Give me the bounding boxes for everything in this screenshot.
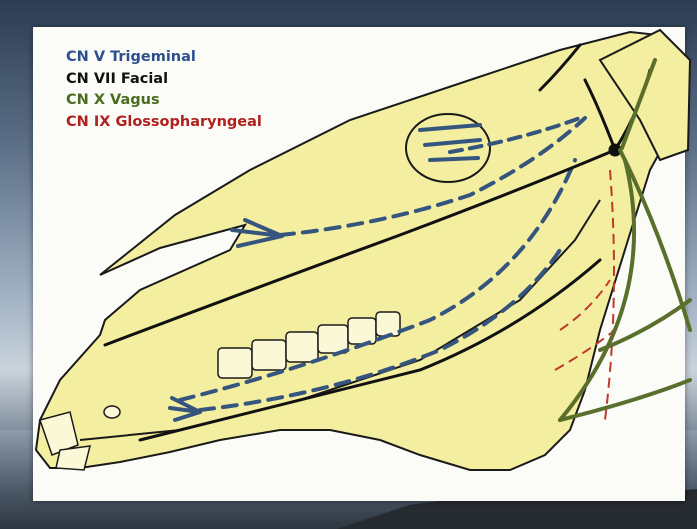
legend-glossopharyngeal: CN IX Glossopharyngeal	[66, 112, 262, 134]
legend-vagus: CN X Vagus	[66, 90, 262, 112]
legend-trigeminal: CN V Trigeminal	[66, 47, 262, 69]
legend-facial: CN VII Facial	[66, 69, 262, 91]
legend: CN V Trigeminal CN VII Facial CN X Vagus…	[66, 47, 262, 133]
